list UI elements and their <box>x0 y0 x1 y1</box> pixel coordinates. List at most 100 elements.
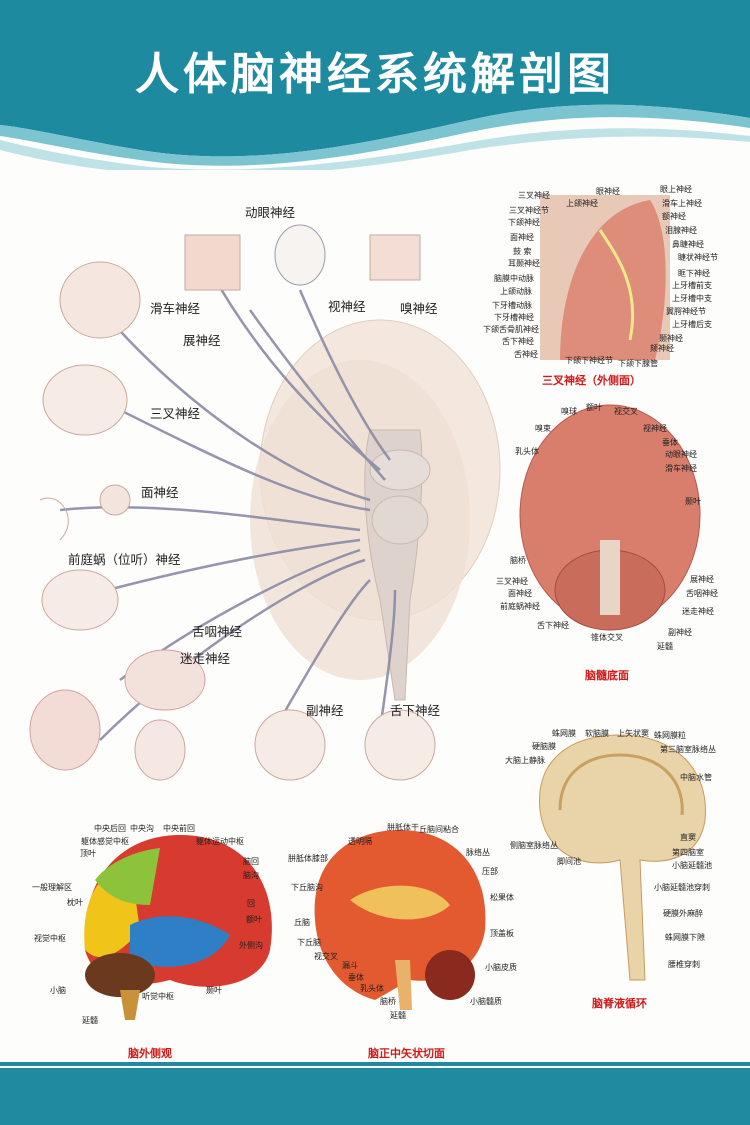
trigeminal-panel-label: 耳颞神经 <box>508 259 540 268</box>
lateral-panel-label: 顶叶 <box>80 849 96 858</box>
csf-panel-label: 第四脑室 <box>672 848 704 857</box>
footer-band <box>0 1068 750 1125</box>
sagittal-panel-label: 下丘脑沟 <box>291 883 323 892</box>
base-panel-label: 视交叉 <box>614 407 638 416</box>
lateral-panel-label: 小脑 <box>50 986 66 995</box>
lateral-panel-label: 脑沟 <box>243 871 259 880</box>
base-panel-label: 脑桥 <box>510 556 526 565</box>
csf-panel-label: 小脑延髓池穿刺 <box>654 883 710 892</box>
sagittal-panel-label: 乳头体 <box>360 984 384 993</box>
lateral-panel-label: 回 <box>247 899 255 908</box>
trigeminal-panel-label: 下颌下腺管 <box>618 359 658 368</box>
page-title: 人体脑神经系统解剖图 <box>135 49 615 100</box>
trigeminal-panel-label: 下颌下神经节 <box>565 356 613 365</box>
base-panel-label: 前庭蜗神经 <box>500 602 540 611</box>
sagittal-panel-label: 脑桥 <box>380 997 396 1006</box>
sagittal-panel-label: 视交叉 <box>314 952 338 961</box>
sagittal-panel-label: 小脑髓质 <box>470 997 502 1006</box>
label-accessory: 副神经 <box>306 703 344 718</box>
label-vagus: 迷走神经 <box>180 651 231 666</box>
trigeminal-panel-label: 颞神经 <box>659 334 683 343</box>
trigeminal-panel-label: 鼓 索 <box>513 247 532 256</box>
base-panel-label: 动眼神经 <box>665 450 697 459</box>
csf-panel-label: 中脑水管 <box>680 773 712 782</box>
base-panel-label: 嗅球 <box>561 407 577 416</box>
trigeminal-panel-label: 翼腭神经节 <box>666 307 706 316</box>
csf-panel-label: 硬膜外麻醉 <box>663 909 703 918</box>
label-oculomotor: 动眼神经 <box>245 205 296 220</box>
sagittal-panel-label: 顶盖板 <box>490 929 514 938</box>
csf-panel-label: 第三脑室脉络丛 <box>660 745 716 754</box>
lateral-panel-label: 颞叶 <box>206 986 222 995</box>
caption-brain-base: 脑髓底面 <box>585 669 629 682</box>
base-panel-label: 垂体 <box>662 438 678 447</box>
csf-panel-label: 蛛网膜下隙 <box>665 933 705 942</box>
caption-lateral: 脑外侧观 <box>128 1047 172 1060</box>
label-hypoglossal: 舌下神经 <box>390 703 441 718</box>
trigeminal-panel-label: 脑膜中动脉 <box>494 274 534 283</box>
csf-panel-label: 脚间池 <box>557 857 581 866</box>
trigeminal-panel-label: 三叉神经 <box>518 191 550 200</box>
base-panel-label: 额叶 <box>586 403 602 412</box>
caption-sagittal: 脑正中矢状切面 <box>368 1047 445 1060</box>
lateral-panel-label: 延髓 <box>82 1016 98 1025</box>
base-panel-label: 锥体交叉 <box>591 633 623 642</box>
base-panel-label: 三叉神经 <box>496 577 528 586</box>
footer-line <box>0 1062 750 1066</box>
label-facial: 面神经 <box>141 485 179 500</box>
lateral-panel-label: 中央后回 <box>94 824 126 833</box>
trigeminal-panel-label: 上牙槽前支 <box>672 281 712 290</box>
trigeminal-panel-label: 上颌动脉 <box>500 287 532 296</box>
base-panel-label: 舌下神经 <box>537 621 569 630</box>
trigeminal-panel-label: 下牙槽动脉 <box>492 301 532 310</box>
lateral-panel-label: 听觉中枢 <box>142 992 174 1001</box>
csf-panel-label: 直窦 <box>680 833 696 842</box>
base-panel-label: 副神经 <box>668 628 692 637</box>
trigeminal-panel-label: 舌下神经 <box>502 337 534 346</box>
lateral-panel-label: 躯体感觉中枢 <box>81 837 129 846</box>
base-panel-label: 舌咽神经 <box>686 589 718 598</box>
base-panel-label: 展神经 <box>690 575 714 584</box>
csf-panel-label: 腰椎穿刺 <box>668 960 700 969</box>
csf-panel-label: 大脑上静脉 <box>505 756 545 765</box>
base-panel-label: 乳头体 <box>515 447 539 456</box>
trigeminal-panel-label: 舌神经 <box>514 350 538 359</box>
trigeminal-panel-label: 眼上神经 <box>660 185 692 194</box>
sagittal-panel-label: 透明隔 <box>348 837 372 846</box>
base-panel-label: 嗅束 <box>535 424 551 433</box>
sagittal-panel-label: 下丘脑 <box>297 938 321 947</box>
trigeminal-panel-label: 上颌神经 <box>566 199 598 208</box>
trigeminal-panel-label: 泪腺神经 <box>665 226 697 235</box>
base-panel-label: 迷走神经 <box>682 607 714 616</box>
trigeminal-panel-label: 滑车上神经 <box>662 199 702 208</box>
csf-panel-label: 侧脑室脉络丛 <box>510 841 558 850</box>
label-trigeminal: 三叉神经 <box>150 406 201 421</box>
label-abducens: 展神经 <box>183 333 221 348</box>
sagittal-panel-label: 脉络丛 <box>466 848 490 857</box>
lateral-panel-label: 外侧沟 <box>239 941 263 950</box>
trigeminal-panel-label: 上牙槽后支 <box>672 320 712 329</box>
caption-csf: 脑脊液循环 <box>592 997 647 1010</box>
sagittal-panel-label: 松果体 <box>490 893 514 902</box>
header-wave <box>0 0 750 177</box>
sagittal-panel-label: 延髓 <box>390 1011 406 1020</box>
csf-panel-label: 蛛网膜粒 <box>654 731 686 740</box>
trigeminal-panel-label: 额神经 <box>662 212 686 221</box>
trigeminal-panel-label: 三叉神经节 <box>509 206 549 215</box>
label-olfactory: 嗅神经 <box>400 301 438 316</box>
base-panel-label: 视神经 <box>643 424 667 433</box>
sagittal-panel-label: 丘脑间粘合 <box>419 825 459 834</box>
label-glossopharyngeal: 舌咽神经 <box>192 624 243 639</box>
trigeminal-panel-label: 上牙槽中支 <box>672 294 712 303</box>
lateral-panel-label: 枕叶 <box>67 898 83 907</box>
sagittal-panel-label: 胼胝体干 <box>387 823 419 832</box>
lateral-panel-label: 躯体运动中枢 <box>196 837 244 846</box>
csf-panel-label: 软脑膜 <box>585 729 609 738</box>
sagittal-panel-label: 漏斗 <box>342 961 358 970</box>
lateral-panel-label: 中央沟 <box>130 824 154 833</box>
label-vestibulocochlear: 前庭蜗（位听）神经 <box>68 552 181 567</box>
caption-trigeminal: 三叉神经（外侧面） <box>542 374 641 387</box>
base-panel-label: 面神经 <box>508 589 532 598</box>
trigeminal-panel-label: 眶下神经 <box>678 269 710 278</box>
lateral-panel-label: 中央前回 <box>163 824 195 833</box>
